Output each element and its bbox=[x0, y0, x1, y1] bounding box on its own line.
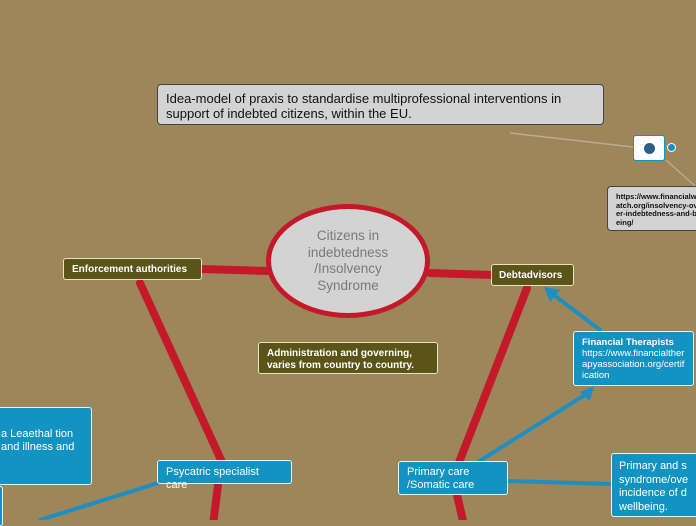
financial-therapists-title: Financial Therapists bbox=[582, 337, 674, 348]
branch-financial-to-debt bbox=[548, 290, 602, 332]
financial-therapists-url: https://www.financialtherapyassociation.… bbox=[582, 348, 685, 381]
central-topic[interactable]: Citizens in indebtedness /Insolvency Syn… bbox=[266, 204, 430, 318]
link-node[interactable] bbox=[633, 135, 665, 161]
link-line-2 bbox=[665, 159, 696, 187]
link-line bbox=[509, 132, 634, 148]
administration-node[interactable]: Administration and governing, varies fro… bbox=[258, 342, 438, 374]
central-topic-label: Citizens in indebtedness /Insolvency Syn… bbox=[307, 228, 389, 293]
branch-psychiatric bbox=[136, 279, 226, 466]
globe-icon bbox=[643, 142, 655, 154]
right-partial-node[interactable]: Primary and s syndrome/ove incidence of … bbox=[611, 453, 696, 517]
left-partial-node[interactable]: a Leaethal tion and illness and bbox=[0, 407, 92, 485]
enforcement-node[interactable]: Enforcement authorities bbox=[63, 258, 202, 280]
branch-debtadvisors bbox=[426, 269, 497, 279]
link-icon[interactable] bbox=[667, 143, 676, 152]
psychiatric-care-node[interactable]: Psycatric specialist care bbox=[157, 460, 292, 491]
left-edge-node[interactable] bbox=[0, 486, 3, 526]
arrowhead-debtadvisors bbox=[544, 287, 560, 302]
arrowhead-financial bbox=[580, 386, 594, 401]
branch-psych-left bbox=[38, 481, 160, 520]
primary-care-node[interactable]: Primary care /Somatic care bbox=[398, 461, 508, 495]
branch-psychiatric-down bbox=[209, 481, 222, 520]
link-url-box[interactable]: https://www.financialwatch.org/insolvenc… bbox=[607, 186, 696, 231]
branch-primary-to-financial bbox=[476, 391, 590, 464]
branch-primary-right bbox=[506, 479, 614, 486]
branch-primary-down bbox=[453, 491, 467, 520]
branch-primary bbox=[454, 284, 531, 469]
financial-therapists-node[interactable]: Financial Therapists https://www.financi… bbox=[573, 331, 694, 386]
debtadvisors-node[interactable]: Debtadvisors bbox=[491, 264, 574, 286]
map-title[interactable]: Idea-model of praxis to standardise mult… bbox=[157, 84, 604, 125]
branch-enforcement bbox=[196, 265, 272, 275]
